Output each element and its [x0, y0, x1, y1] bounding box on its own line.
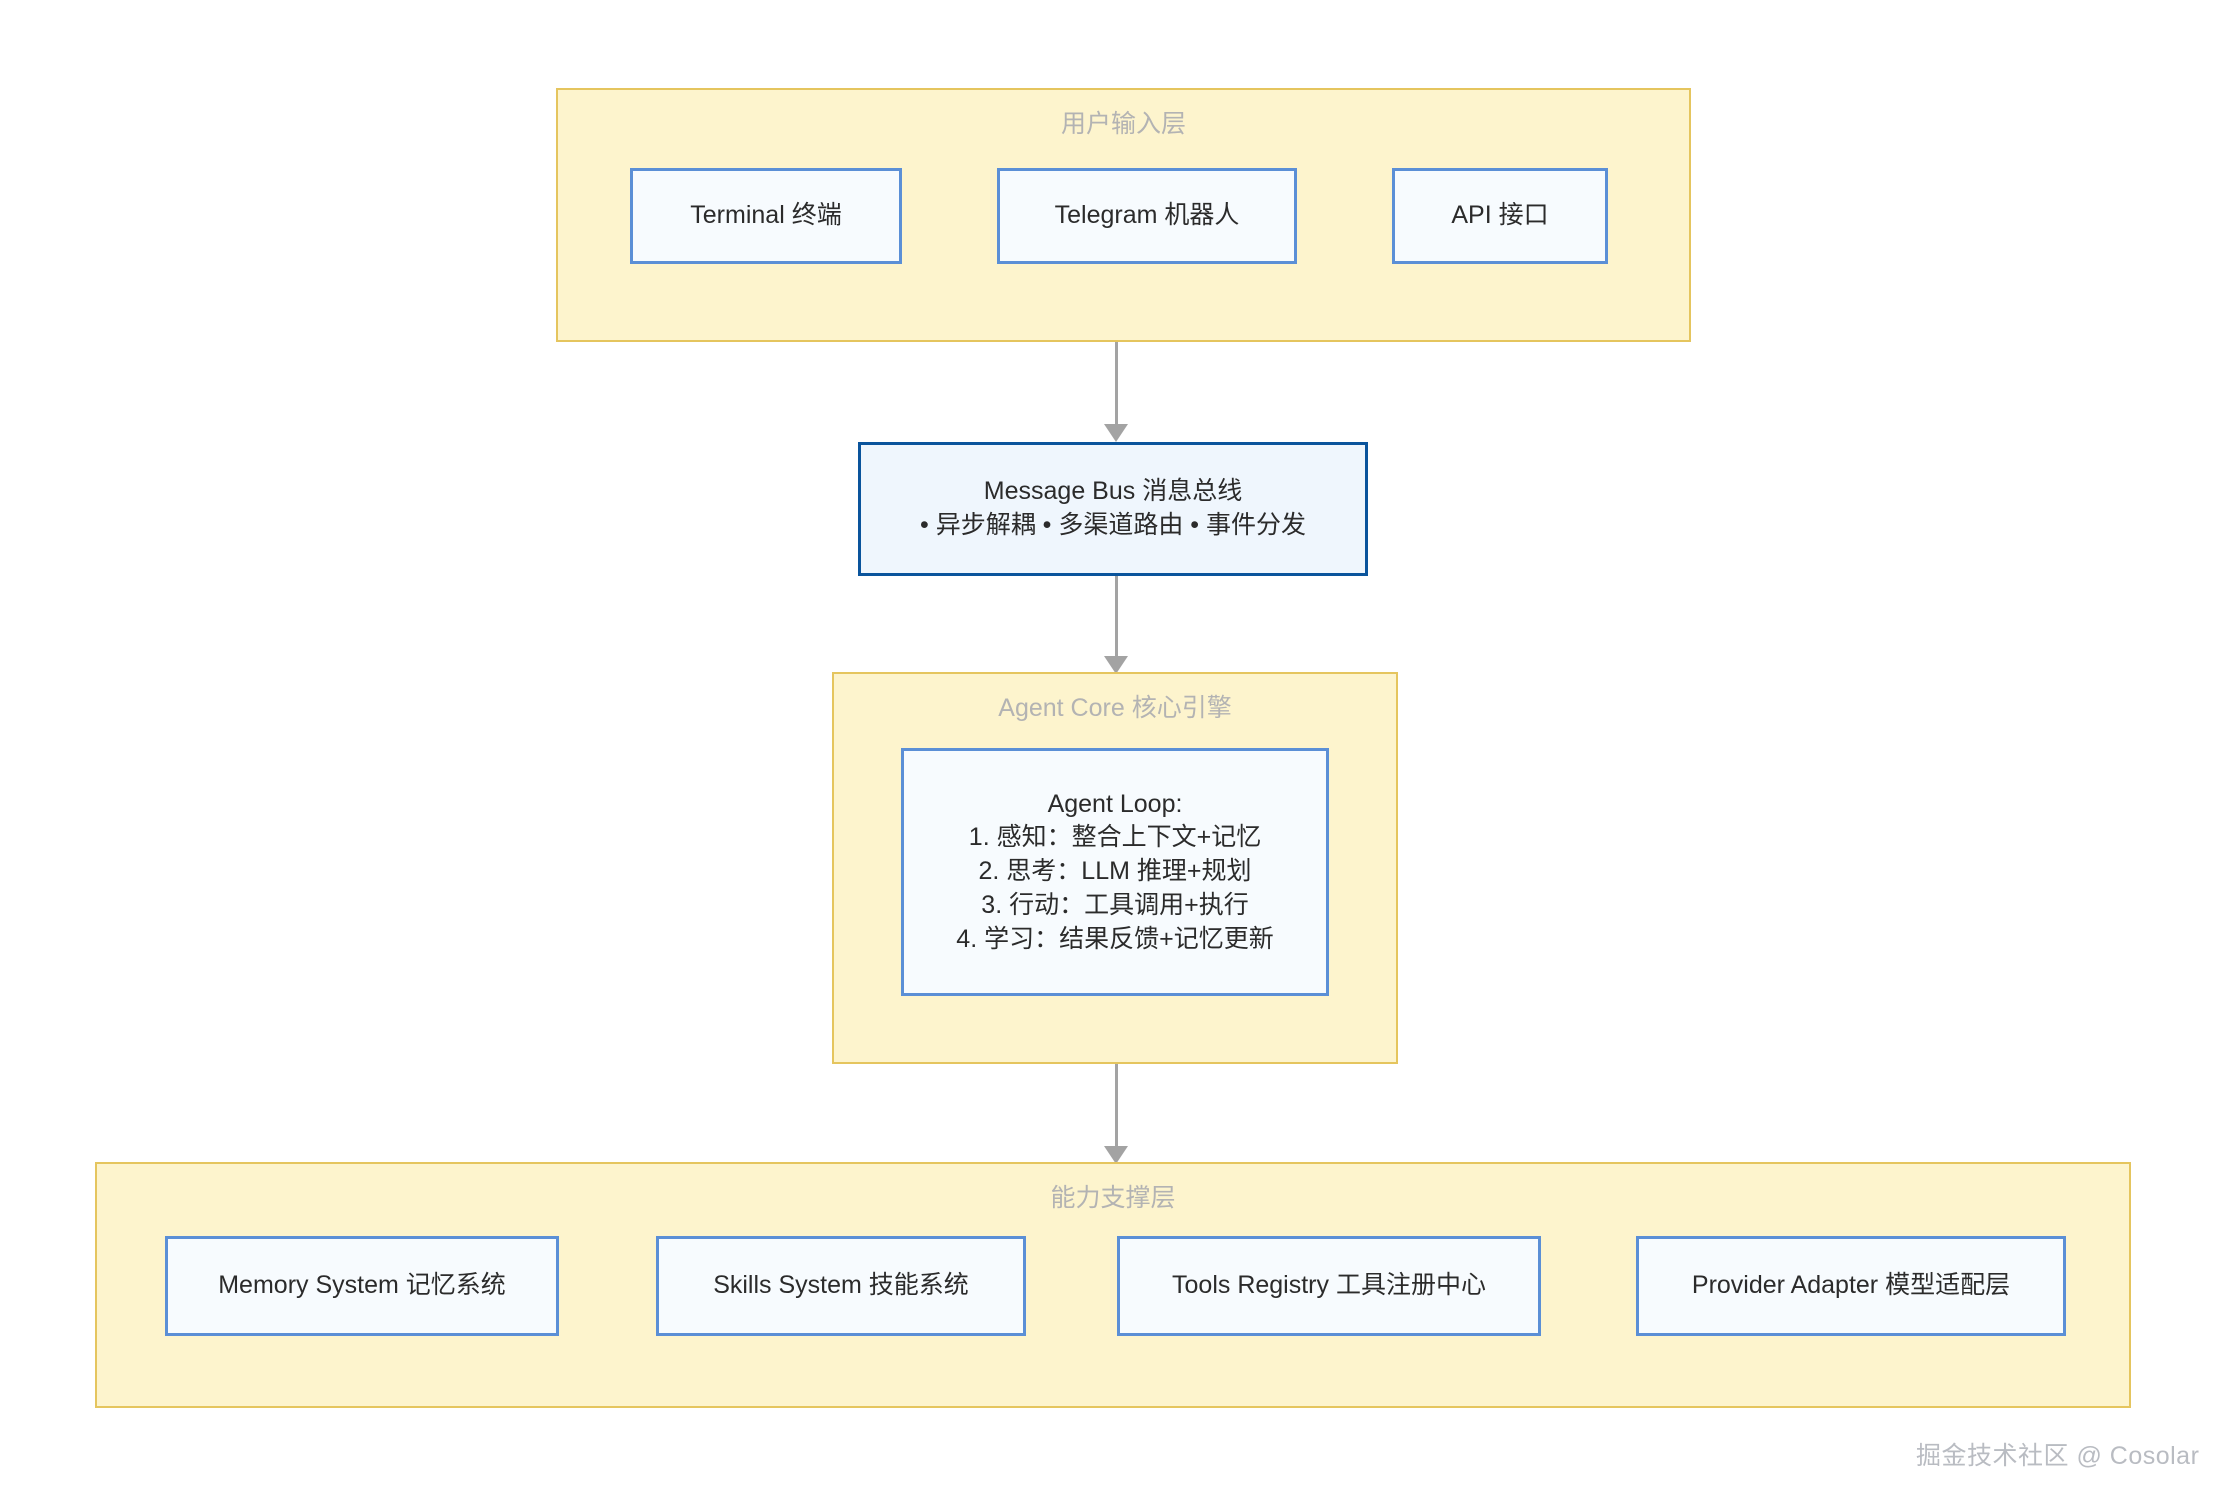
- node-api[interactable]: API 接口: [1392, 168, 1608, 264]
- group-title-agent-core-layer: Agent Core 核心引擎: [998, 694, 1232, 722]
- node-message-bus-lines: Message Bus 消息总线 • 异步解耦 • 多渠道路由 • 事件分发: [861, 475, 1365, 543]
- connector-line: [1114, 1064, 1118, 1146]
- node-provider-adapter-label: Provider Adapter 模型适配层: [1691, 1271, 2011, 1300]
- connector-line: [1114, 576, 1118, 656]
- node-terminal[interactable]: Terminal 终端: [630, 168, 902, 264]
- node-tools-registry-label: Tools Registry 工具注册中心: [1172, 1271, 1486, 1300]
- connector-input-to-bus: [1103, 342, 1129, 442]
- watermark: 掘金技术社区 @ Cosolar: [1916, 1442, 2200, 1470]
- node-tools-registry[interactable]: Tools Registry 工具注册中心: [1117, 1236, 1541, 1336]
- node-agent-loop[interactable]: Agent Loop: 1. 感知：整合上下文+记忆 2. 思考：LLM 推理+…: [901, 748, 1329, 996]
- node-telegram-label: Telegram 机器人: [1054, 201, 1240, 230]
- node-agent-loop-line-2: 1. 感知：整合上下文+记忆: [968, 823, 1262, 852]
- group-title-capability-layer: 能力支撑层: [1050, 1184, 1176, 1212]
- node-skills-system[interactable]: Skills System 技能系统: [656, 1236, 1026, 1336]
- node-agent-loop-lines: Agent Loop: 1. 感知：整合上下文+记忆 2. 思考：LLM 推理+…: [904, 788, 1326, 957]
- node-agent-loop-line-4: 3. 行动：工具调用+执行: [981, 890, 1249, 919]
- node-message-bus[interactable]: Message Bus 消息总线 • 异步解耦 • 多渠道路由 • 事件分发: [858, 442, 1368, 576]
- node-agent-loop-line-5: 4. 学习：结果反馈+记忆更新: [956, 924, 1274, 953]
- node-telegram[interactable]: Telegram 机器人: [997, 168, 1297, 264]
- connector-core-to-capability: [1103, 1064, 1129, 1164]
- node-message-bus-line-2: • 异步解耦 • 多渠道路由 • 事件分发: [920, 511, 1306, 539]
- node-memory-system[interactable]: Memory System 记忆系统: [165, 1236, 559, 1336]
- node-terminal-label: Terminal 终端: [690, 201, 842, 230]
- group-title-user-input-layer: 用户输入层: [1060, 110, 1186, 138]
- node-api-label: API 接口: [1451, 201, 1549, 230]
- node-memory-system-label: Memory System 记忆系统: [218, 1271, 506, 1300]
- connector-bus-to-core: [1103, 576, 1129, 674]
- connector-line: [1114, 342, 1118, 424]
- node-provider-adapter[interactable]: Provider Adapter 模型适配层: [1636, 1236, 2066, 1336]
- node-skills-system-label: Skills System 技能系统: [713, 1271, 969, 1300]
- node-agent-loop-line-3: 2. 思考：LLM 推理+规划: [978, 857, 1252, 886]
- node-message-bus-line-1: Message Bus 消息总线: [983, 477, 1243, 506]
- node-agent-loop-line-1: Agent Loop:: [1047, 789, 1183, 818]
- connector-arrowhead: [1104, 424, 1128, 442]
